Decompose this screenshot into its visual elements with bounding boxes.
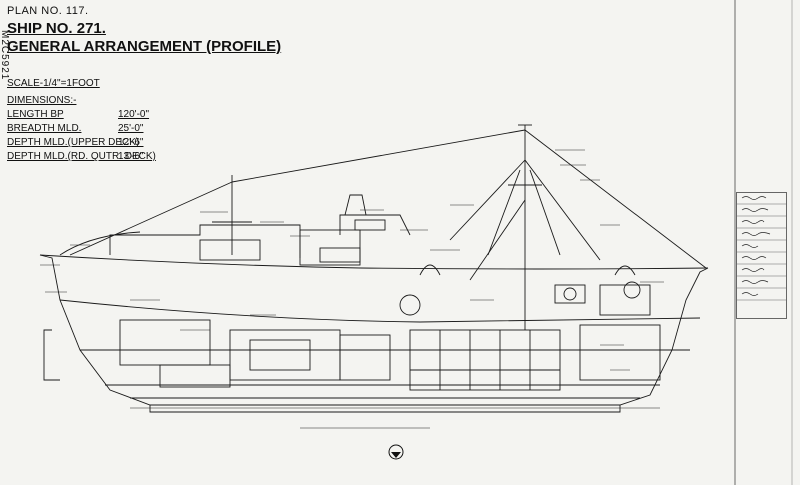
dimension-label: DEPTH MLD.(UPPER DECK) [7, 137, 140, 148]
drawing-title: GENERAL ARRANGEMENT (PROFILE) [7, 38, 282, 55]
dimension-label: LENGTH BP [7, 109, 64, 120]
revision-table [736, 192, 787, 319]
drawing-scale: SCALE-1/4"=1FOOT [7, 78, 100, 89]
ship-number: SHIP NO. 271. [7, 20, 106, 37]
dimension-value: 12'-6" [118, 137, 144, 148]
builder-emblem-icon [388, 444, 404, 460]
dimension-label: BREADTH MLD. [7, 123, 82, 134]
dimensions-heading: DIMENSIONS:- [7, 95, 77, 106]
dimension-value: 13'-6" [118, 151, 144, 162]
dimension-label: DEPTH MLD.(RD. QUTR. DECK) [7, 151, 156, 162]
plan-number: PLAN NO. 117. [7, 5, 89, 17]
dimension-value: 120'-0" [118, 109, 150, 120]
dimension-value: 25'-0" [118, 123, 144, 134]
